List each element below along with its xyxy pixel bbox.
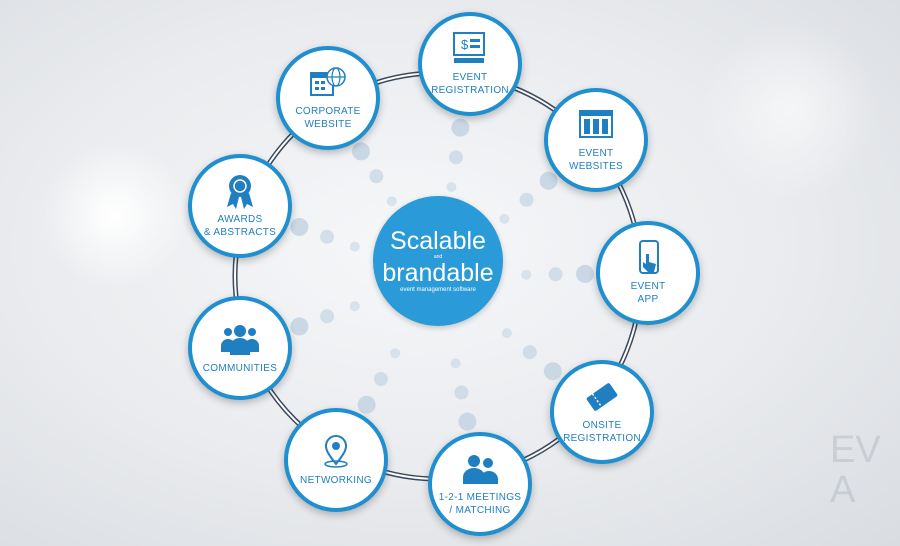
mobile-app-icon — [639, 240, 659, 274]
center-title-conjunction: and — [433, 253, 443, 260]
group-icon — [221, 324, 259, 355]
node-event-app: EVENT APP — [596, 221, 700, 325]
ray-dot — [543, 362, 562, 381]
background-glow — [40, 140, 190, 290]
ray-dot — [357, 395, 376, 414]
ray-dot — [521, 269, 532, 280]
node-corporate-website: CORPORATE WEBSITE — [276, 46, 380, 150]
node-meetings-matching: 1-2-1 MEETINGS / MATCHING — [428, 432, 532, 536]
center-subtitle: event management software — [400, 286, 476, 293]
center-circle: Scalable and brandable event management … — [373, 196, 503, 326]
svg-text:$: $ — [461, 37, 469, 52]
ray-dot — [349, 241, 360, 252]
center-title-line2: brandable — [382, 258, 494, 287]
ray-dot — [290, 218, 309, 236]
node-awards-abstracts: AWARDS & ABSTRACTS — [188, 154, 292, 258]
ray-dot — [352, 142, 370, 161]
ray-dot — [501, 328, 512, 339]
node-onsite-registration: ONSITE REGISTRATION — [550, 360, 654, 464]
ray-dot — [454, 385, 469, 400]
node-event-websites: EVENT WEBSITES — [544, 88, 648, 192]
dot-rays — [290, 118, 594, 431]
ray-dot — [386, 196, 397, 207]
node-label: CORPORATE WEBSITE — [295, 106, 361, 130]
ray-dot — [539, 171, 558, 190]
website-icon — [579, 110, 613, 138]
ray-dot — [522, 345, 537, 360]
ray-dot — [369, 169, 384, 184]
ray-dot — [450, 358, 461, 369]
node-networking: NETWORKING — [284, 408, 388, 512]
people-pair-icon — [463, 455, 498, 484]
ray-dot — [451, 118, 470, 137]
ray-dot — [290, 317, 309, 336]
location-pin-icon — [324, 434, 348, 468]
node-label: ONSITE REGISTRATION — [563, 420, 641, 444]
registration-form-icon: $ — [453, 32, 485, 63]
node-event-registration: $ EVENT REGISTRATION — [418, 12, 522, 116]
center-title-line1: Scalable — [390, 226, 486, 255]
ray-dot — [320, 229, 335, 244]
node-label: EVENT REGISTRATION — [431, 72, 509, 96]
ticket-icon — [586, 383, 618, 411]
node-label: EVENT WEBSITES — [568, 148, 624, 172]
ray-dot — [448, 150, 463, 165]
node-label: NETWORKING — [300, 474, 372, 486]
node-communities: COMMUNITIES — [188, 296, 292, 400]
node-label: COMMUNITIES — [202, 362, 278, 374]
ray-dot — [458, 412, 477, 431]
ray-dot — [446, 182, 457, 192]
ray-dot — [373, 372, 388, 386]
ray-dot — [349, 301, 360, 312]
calendar-globe-icon — [310, 67, 346, 96]
ray-dot — [576, 264, 594, 283]
ray-dot — [320, 309, 335, 324]
ray-dot — [499, 213, 510, 224]
award-ribbon-icon — [227, 175, 253, 209]
node-label: EVENT APP — [630, 281, 666, 305]
ray-dot — [390, 348, 401, 359]
background-glow — [700, 20, 880, 200]
background-watermark-text: EV A — [830, 430, 881, 511]
ray-dot — [548, 267, 563, 282]
node-label: 1-2-1 MEETINGS / MATCHING — [438, 492, 522, 516]
ray-dot — [519, 192, 534, 207]
node-label: AWARDS & ABSTRACTS — [203, 214, 277, 238]
